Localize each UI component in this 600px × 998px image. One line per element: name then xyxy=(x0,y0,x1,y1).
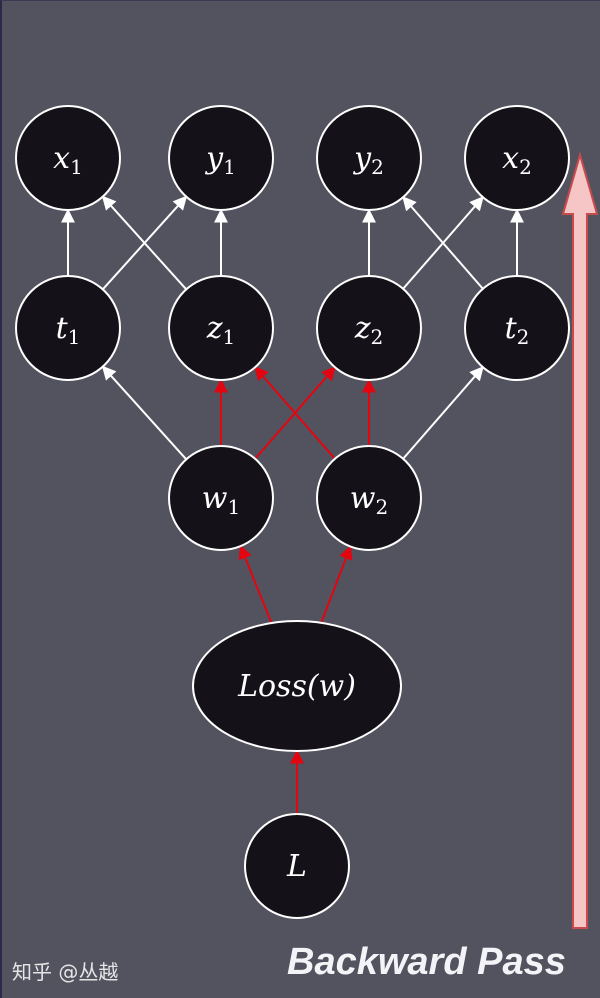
node-circle xyxy=(316,275,422,381)
node-label-base: w xyxy=(202,481,228,516)
edges xyxy=(61,195,524,814)
node-circle xyxy=(168,445,274,551)
node-label: y2 xyxy=(352,141,384,179)
node-label-base: Loss(w) xyxy=(237,669,356,704)
node-circle xyxy=(192,620,402,752)
node-circle xyxy=(244,813,350,919)
node-label-base: x xyxy=(502,141,519,176)
node-loss: Loss(w) xyxy=(192,620,402,752)
edge-loss-to-w2 xyxy=(320,545,353,624)
node-y1: y1 xyxy=(168,105,274,211)
node-label-base: t xyxy=(56,311,69,346)
node-t1: t1 xyxy=(15,275,121,381)
backward-pass-title: Backward Pass xyxy=(287,941,566,983)
node-y2: y2 xyxy=(316,105,422,211)
node-label-base: z xyxy=(354,311,371,346)
node-label: w2 xyxy=(350,481,388,519)
node-label-base: L xyxy=(286,849,307,884)
node-circle xyxy=(316,105,422,211)
node-label-base: x xyxy=(53,141,70,176)
node-circle xyxy=(464,105,570,211)
node-label: x1 xyxy=(53,141,83,179)
edge-w2-to-z1 xyxy=(254,366,336,460)
node-label: w1 xyxy=(202,481,240,519)
node-label-base: w xyxy=(350,481,376,516)
node-label-base: z xyxy=(206,311,223,346)
node-label: y1 xyxy=(204,141,236,179)
node-label: t2 xyxy=(505,311,530,349)
edge-z1-to-x1 xyxy=(101,195,187,291)
node-label-subscript: 1 xyxy=(227,495,240,519)
node-x1: x1 xyxy=(15,105,121,211)
node-label-subscript: 2 xyxy=(371,325,384,349)
node-circle xyxy=(168,275,274,381)
node-L: L xyxy=(244,813,350,919)
node-label-base: y xyxy=(204,141,224,176)
node-label-base: t xyxy=(505,311,518,346)
node-label-subscript: 1 xyxy=(223,325,236,349)
node-label: Loss(w) xyxy=(237,669,356,704)
watermark: 知乎 @丛越 xyxy=(12,960,119,984)
node-label: t1 xyxy=(56,311,81,349)
node-z1: z1 xyxy=(168,275,274,381)
node-label: z2 xyxy=(354,311,384,349)
node-label-subscript: 1 xyxy=(70,155,83,179)
node-t2: t2 xyxy=(464,275,570,381)
node-label-subscript: 2 xyxy=(371,155,384,179)
node-z2: z2 xyxy=(316,275,422,381)
node-label: L xyxy=(286,849,307,884)
node-label-base: y xyxy=(352,141,372,176)
node-label-subscript: 1 xyxy=(223,155,236,179)
edge-loss-to-w1 xyxy=(238,544,273,624)
edge-t2-to-y2 xyxy=(402,196,484,290)
node-circle xyxy=(316,445,422,551)
node-label: z1 xyxy=(206,311,236,349)
node-circle xyxy=(168,105,274,211)
node-circle xyxy=(15,105,121,211)
node-label-subscript: 2 xyxy=(517,325,530,349)
node-x2: x2 xyxy=(464,105,570,211)
node-w1: w1 xyxy=(168,445,274,551)
node-label-subscript: 1 xyxy=(68,325,81,349)
edge-w1-to-t1 xyxy=(101,365,187,461)
node-label: x2 xyxy=(502,141,532,179)
node-label-subscript: 2 xyxy=(519,155,532,179)
backward-pass-arrow xyxy=(561,151,599,929)
node-circle xyxy=(464,275,570,381)
edge-w2-to-t2 xyxy=(402,366,484,460)
node-w2: w2 xyxy=(316,445,422,551)
node-circle xyxy=(15,275,121,381)
node-label-subscript: 2 xyxy=(375,495,388,519)
